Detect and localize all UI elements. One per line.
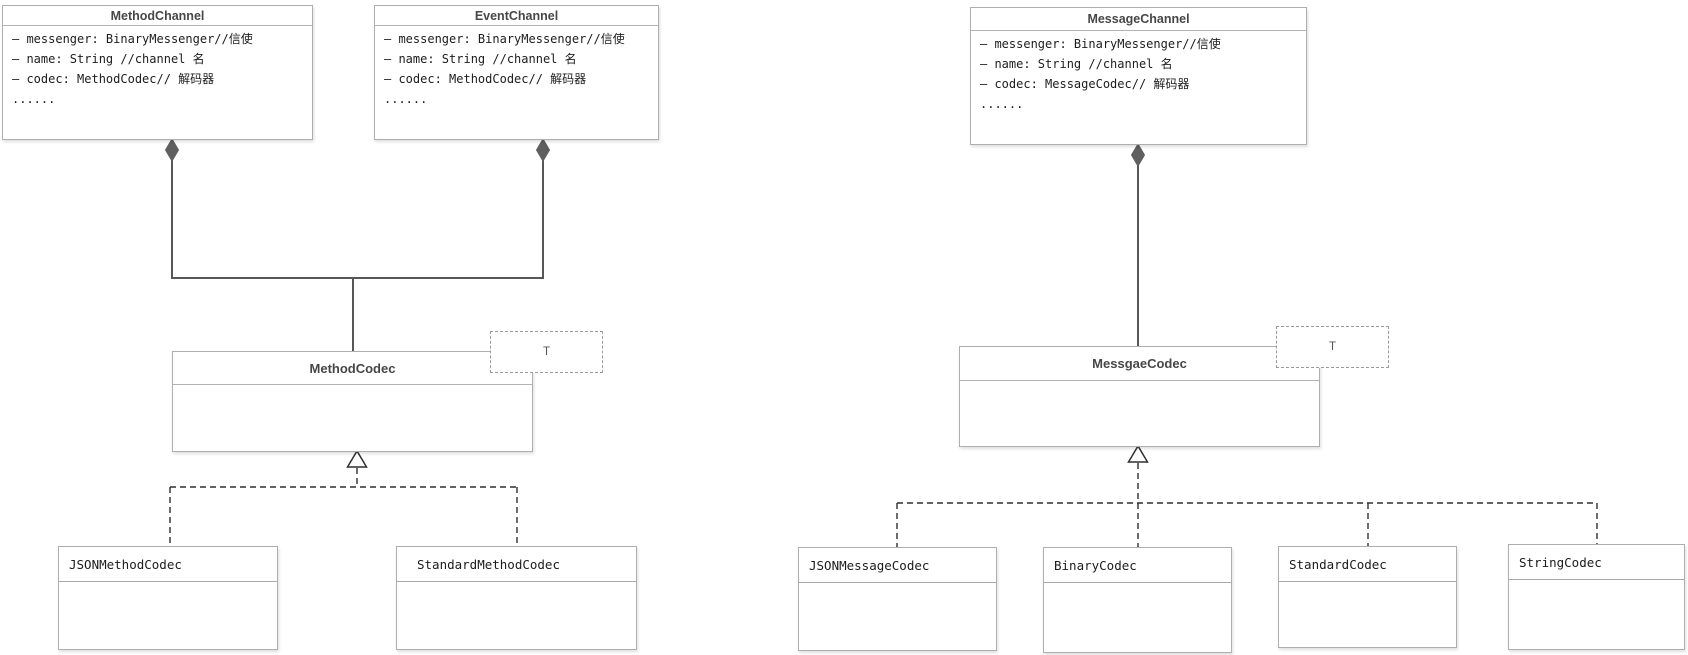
composition-link-right [1130, 143, 1146, 347]
class-title: MethodChannel [3, 6, 312, 26]
class-attribute: – name: String //channel 名 [384, 52, 577, 66]
class-attribute: – messenger: BinaryMessenger//信使 [384, 32, 625, 46]
type-parameter-box: T [490, 331, 603, 373]
class-box-binary-codec: BinaryCodec [1043, 547, 1232, 653]
class-title: StandardMethodCodec [397, 547, 636, 582]
inheritance-triangle-icon [346, 449, 368, 468]
type-parameter-label: T [1328, 341, 1337, 353]
class-box-method-codec: MethodCodec [172, 351, 533, 452]
class-attribute-list: – messenger: BinaryMessenger//信使 – name:… [971, 31, 1306, 114]
class-attribute-list: – messenger: BinaryMessenger//信使 – name:… [3, 26, 312, 109]
inheritance-link-right [896, 444, 1598, 548]
class-box-standard-method-codec: StandardMethodCodec [396, 546, 637, 650]
type-parameter-box: T [1276, 326, 1389, 368]
class-box-messgae-codec: MessgaeCodec [959, 346, 1320, 447]
composition-diamond-icon [535, 138, 551, 162]
class-title: BinaryCodec [1044, 548, 1231, 583]
class-attribute: – name: String //channel 名 [980, 57, 1173, 71]
composition-link-left [164, 138, 551, 352]
class-box-json-method-codec: JSONMethodCodec [58, 546, 278, 650]
class-attribute: – name: String //channel 名 [12, 52, 205, 66]
class-box-event-channel: EventChannel – messenger: BinaryMessenge… [374, 5, 659, 140]
class-attribute-ellipsis: ...... [384, 92, 428, 106]
class-title: JSONMethodCodec [59, 547, 277, 582]
class-box-json-message-codec: JSONMessageCodec [798, 547, 997, 651]
class-attribute: – codec: MessageCodec// 解码器 [980, 77, 1190, 91]
class-attribute: – codec: MethodCodec// 解码器 [384, 72, 587, 86]
class-attribute: – messenger: BinaryMessenger//信使 [980, 37, 1221, 51]
class-attribute-ellipsis: ...... [980, 97, 1024, 111]
composition-diamond-icon [164, 138, 180, 162]
class-title: StandardCodec [1279, 547, 1456, 582]
composition-line [171, 158, 544, 279]
class-attribute: – codec: MethodCodec// 解码器 [12, 72, 215, 86]
inheritance-dashed-line [896, 463, 1598, 548]
class-box-method-channel: MethodChannel – messenger: BinaryMesseng… [2, 5, 313, 140]
class-box-message-channel: MessageChannel – messenger: BinaryMessen… [970, 7, 1307, 145]
type-parameter-label: T [542, 346, 551, 358]
inheritance-triangle-icon [1127, 444, 1149, 463]
class-attribute: – messenger: BinaryMessenger//信使 [12, 32, 253, 46]
class-box-string-codec: StringCodec [1508, 544, 1685, 650]
class-title: JSONMessageCodec [799, 548, 996, 583]
composition-diamond-icon [1130, 143, 1146, 167]
inheritance-dashed-line [169, 468, 518, 547]
inheritance-link-left [169, 449, 518, 547]
class-box-standard-codec: StandardCodec [1278, 546, 1457, 648]
class-title: MethodCodec [173, 352, 532, 385]
class-title: StringCodec [1509, 545, 1684, 580]
class-title: MessageChannel [971, 8, 1306, 31]
class-attribute-ellipsis: ...... [12, 92, 56, 106]
class-title: MessgaeCodec [960, 347, 1319, 381]
class-title: EventChannel [375, 6, 658, 26]
class-attribute-list: – messenger: BinaryMessenger//信使 – name:… [375, 26, 658, 109]
